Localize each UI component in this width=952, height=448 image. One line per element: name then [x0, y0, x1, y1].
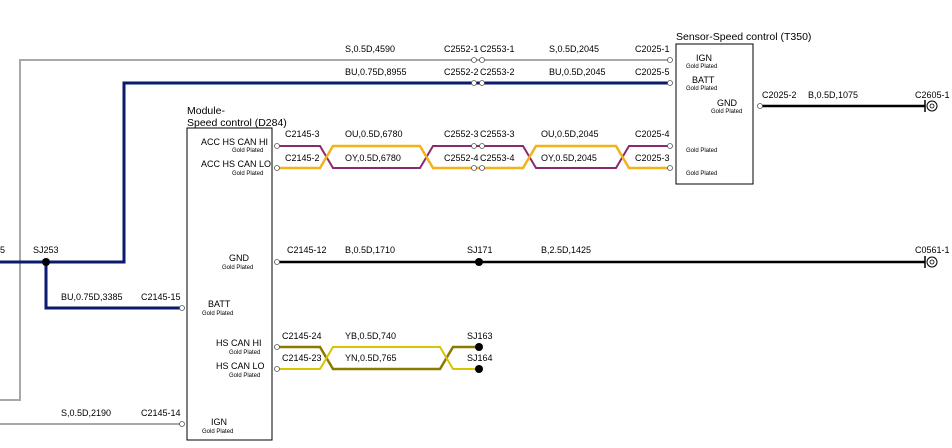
module-pin-ign: IGN — [211, 417, 227, 427]
conn-c2145-15: C2145-15 — [141, 292, 181, 302]
conn-c2025-5: C2025-5 — [635, 67, 670, 77]
splice-sj163-dot — [475, 343, 483, 351]
sensor-pin-batt: BATT — [692, 75, 715, 85]
splice-sj171-dot — [475, 258, 483, 266]
ground-terminal-c0561 — [924, 256, 938, 268]
wire-label-w9: OY,0.5D,2045 — [541, 153, 597, 163]
sensor-gold-can1: Gold Plated — [686, 148, 717, 154]
module-pin-gnd: GND — [229, 253, 250, 263]
sensor-pin-gnd: GND — [717, 98, 738, 108]
wire-batt-module[interactable] — [44, 262, 182, 310]
conn-c2025-4: C2025-4 — [635, 129, 670, 139]
conn-c2552-4: C2552-4 — [444, 153, 479, 163]
splice-sj164-label: SJ164 — [467, 353, 493, 363]
conn-c2553-3: C2553-3 — [480, 129, 515, 139]
module-pin-acc-hi: ACC HS CAN HI — [201, 137, 268, 147]
module-title-line2: Speed control (D284) — [187, 117, 287, 129]
wire-label-w1: S,0.5D,4590 — [345, 44, 395, 54]
conn-c2025-2: C2025-2 — [762, 90, 797, 100]
sensor-box — [675, 43, 754, 185]
conn-c2552-2: C2552-2 — [444, 67, 479, 77]
sensor-title: Sensor-Speed control (T350) — [676, 31, 811, 43]
conn-c2025-1: C2025-1 — [635, 44, 670, 54]
splice-edge-label: 5 — [0, 245, 5, 255]
pin-markers — [179, 57, 763, 427]
conn-c2605-1: C2605-1 — [915, 90, 950, 100]
module-title-line1: Module- — [187, 105, 225, 117]
wire-label-w3: BU,0.75D,8955 — [345, 67, 407, 77]
conn-c2552-1: C2552-1 — [444, 44, 479, 54]
module-pin-hs-hi: HS CAN HI — [216, 338, 262, 348]
conn-c2145-3: C2145-3 — [285, 129, 320, 139]
wire-label-w11: B,2.5D,1425 — [541, 245, 591, 255]
wire-label-w4: BU,0.5D,2045 — [549, 67, 606, 77]
conn-c2145-24: C2145-24 — [282, 331, 322, 341]
module-pin-acc-lo: ACC HS CAN LO — [201, 159, 271, 169]
sensor-gold-can2: Gold Plated — [686, 171, 717, 177]
wire-label-w14: YN,0.5D,765 — [345, 353, 397, 363]
module-gold-hs-hi: Gold Plated — [229, 350, 260, 356]
sensor-gold-ign: Gold Plated — [686, 64, 717, 70]
splice-sj163-label: SJ163 — [467, 331, 493, 341]
splice-sj171-label: SJ171 — [467, 245, 493, 255]
conn-c2145-12: C2145-12 — [287, 245, 327, 255]
module-gold-hs-lo: Gold Plated — [229, 373, 260, 379]
sensor-gold-batt: Gold Plated — [686, 86, 717, 92]
sensor-pin-ign: IGN — [696, 53, 712, 63]
wire-batt-top[interactable] — [0, 81, 670, 264]
module-gold-batt: Gold Plated — [202, 311, 233, 317]
splice-sj164-dot — [475, 365, 483, 373]
wire-label-w5: B,0.5D,1075 — [808, 90, 858, 100]
module-gold-ign: Gold Plated — [202, 429, 233, 435]
module-pin-hs-lo: HS CAN LO — [216, 361, 265, 371]
splice-sj253-dot — [42, 258, 50, 266]
wire-label-w6: OU,0.5D,6780 — [345, 129, 403, 139]
wire-label-w8: OY,0.5D,6780 — [345, 153, 401, 163]
conn-c2552-3: C2552-3 — [444, 129, 479, 139]
module-gold-acc-lo: Gold Plated — [232, 171, 263, 177]
conn-c2553-4: C2553-4 — [480, 153, 515, 163]
sensor-gold-gnd: Gold Plated — [711, 109, 742, 115]
hs-can-twisted-pair[interactable] — [277, 345, 479, 371]
conn-c2553-2: C2553-2 — [480, 67, 515, 77]
splice-sj253-label: SJ253 — [33, 245, 59, 255]
conn-c0561-1: C0561-1 — [915, 245, 950, 255]
wire-label-w2: S,0.5D,2045 — [549, 44, 599, 54]
acc-can-twisted-pair[interactable] — [277, 144, 670, 170]
wire-label-w13: YB,0.5D,740 — [345, 331, 396, 341]
wire-ign-top[interactable] — [0, 59, 670, 401]
wire-label-w15: S,0.5D,2190 — [61, 408, 111, 418]
conn-c2553-1: C2553-1 — [480, 44, 515, 54]
wire-label-w10: B,0.5D,1710 — [345, 245, 395, 255]
conn-c2025-3: C2025-3 — [635, 153, 670, 163]
module-pin-batt: BATT — [208, 299, 231, 309]
ground-terminal-c2605 — [924, 100, 938, 112]
module-gold-gnd: Gold Plated — [222, 265, 253, 271]
module-gold-acc-hi: Gold Plated — [232, 148, 263, 154]
wire-label-w7: OU,0.5D,2045 — [541, 129, 599, 139]
conn-c2145-2: C2145-2 — [285, 153, 320, 163]
conn-c2145-14: C2145-14 — [141, 408, 181, 418]
wire-label-w12: BU,0.75D,3385 — [61, 292, 123, 302]
conn-c2145-23: C2145-23 — [282, 353, 322, 363]
module-box — [186, 127, 273, 441]
